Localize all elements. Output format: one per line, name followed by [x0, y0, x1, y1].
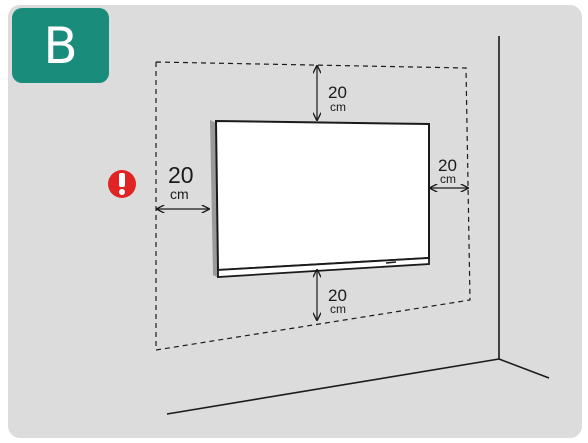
right-clearance-unit: cm — [440, 172, 456, 186]
top-clearance-value: 20 — [328, 83, 347, 102]
left-clearance-unit: cm — [170, 186, 189, 202]
room-corner-lines — [166, 36, 550, 415]
right-clearance-value: 20 — [438, 156, 457, 175]
clearance-zone — [155, 61, 471, 351]
exclamation-icon — [108, 170, 136, 198]
left-clearance-value: 20 — [168, 162, 194, 188]
step-letter: B — [43, 16, 78, 75]
television — [210, 119, 430, 278]
step-badge: B — [12, 8, 109, 83]
bottom-clearance-value: 20 — [328, 286, 347, 305]
bottom-clearance-unit: cm — [330, 302, 346, 316]
top-clearance-unit: cm — [330, 100, 346, 114]
